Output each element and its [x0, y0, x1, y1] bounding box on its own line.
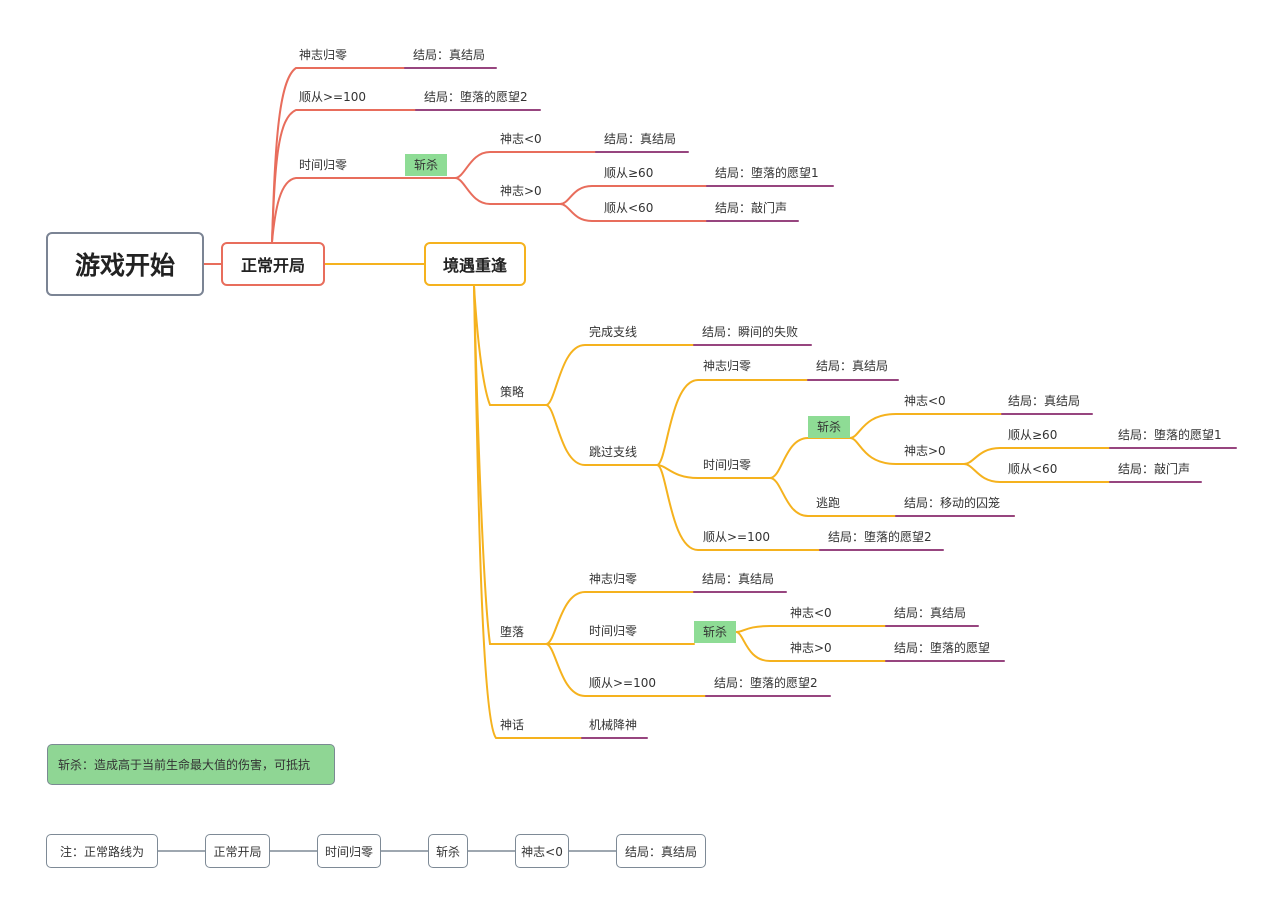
ending-label[interactable]: 结局：堕落的愿望1: [1118, 428, 1222, 442]
branch-label[interactable]: 策略: [500, 385, 525, 399]
connector: [656, 464, 821, 551]
connector: [963, 447, 1111, 465]
branch-label[interactable]: 跳过支线: [589, 445, 638, 459]
branch-label[interactable]: 神志归零: [589, 572, 638, 586]
connector: [454, 151, 597, 179]
connector: [559, 185, 708, 205]
connector: [735, 625, 887, 633]
connector: [849, 437, 965, 465]
branch-label[interactable]: 时间归零: [589, 624, 638, 638]
connector: [271, 177, 456, 243]
connector: [769, 477, 1015, 517]
ending-label[interactable]: 结局：敲门声: [1118, 462, 1191, 476]
ending-label[interactable]: 结局：真结局: [413, 48, 486, 62]
branch-label[interactable]: 神志>0: [904, 444, 946, 458]
ending-label[interactable]: 结局：敲门声: [715, 201, 788, 215]
branch-label[interactable]: 顺从<60: [604, 201, 654, 215]
branch-label[interactable]: 逃跑: [816, 496, 841, 510]
ending-label[interactable]: 结局：真结局: [1008, 394, 1081, 408]
branch-label[interactable]: 神志<0: [790, 606, 832, 620]
path-step[interactable]: 正常开局: [205, 834, 270, 868]
branch-label[interactable]: 时间归零: [703, 458, 752, 472]
branch-label[interactable]: 神志归零: [299, 48, 348, 62]
branch-label[interactable]: 完成支线: [589, 325, 638, 339]
connector: [656, 464, 771, 479]
connector: [849, 413, 1003, 439]
connector: [545, 643, 707, 697]
reunion-node[interactable]: 境遇重逢: [424, 242, 526, 286]
connector: [454, 177, 561, 205]
root-node[interactable]: 游戏开始: [46, 232, 204, 296]
connector: [271, 109, 417, 243]
ending-label[interactable]: 结局：真结局: [816, 359, 889, 373]
ending-label[interactable]: 结局：移动的囚笼: [904, 496, 1001, 510]
connector: [473, 285, 583, 739]
connector: [963, 463, 1111, 483]
branch-label[interactable]: 神话: [500, 718, 525, 732]
branch-label[interactable]: 顺从>=100: [589, 676, 657, 690]
ending-label[interactable]: 结局：真结局: [604, 132, 677, 146]
branch-label[interactable]: 顺从<60: [1008, 462, 1058, 476]
path-step[interactable]: 神志<0: [515, 834, 569, 868]
path-step[interactable]: 时间归零: [317, 834, 381, 868]
kill-tag[interactable]: 斩杀: [694, 621, 736, 643]
branch-label[interactable]: 神志<0: [500, 132, 542, 146]
ending-label[interactable]: 结局：堕落的愿望2: [424, 90, 528, 104]
branch-label[interactable]: 神志归零: [703, 359, 752, 373]
connector: [735, 631, 887, 662]
connector: [656, 379, 809, 466]
kill-tag[interactable]: 斩杀: [808, 416, 850, 438]
branch-label[interactable]: 时间归零: [299, 158, 348, 172]
kill-tag[interactable]: 斩杀: [405, 154, 447, 176]
connector: [559, 203, 708, 222]
path-step[interactable]: 结局：真结局: [616, 834, 706, 868]
ending-label[interactable]: 结局：真结局: [894, 606, 967, 620]
path-note-label: 注：正常路线为: [46, 834, 158, 868]
connector: [545, 404, 658, 466]
normal-start-node[interactable]: 正常开局: [221, 242, 325, 286]
ending-label[interactable]: 结局：堕落的愿望2: [714, 676, 818, 690]
path-step[interactable]: 斩杀: [428, 834, 468, 868]
ending-label[interactable]: 结局：堕落的愿望1: [715, 166, 819, 180]
branch-label[interactable]: 神志>0: [790, 641, 832, 655]
ending-label[interactable]: 结局：真结局: [702, 572, 775, 586]
branch-label[interactable]: 堕落: [500, 625, 525, 639]
ending-label[interactable]: 结局：堕落的愿望2: [828, 530, 932, 544]
ending-label[interactable]: 结局：堕落的愿望: [894, 641, 991, 655]
ending-label[interactable]: 结局：瞬间的失败: [702, 325, 799, 339]
connector: [545, 591, 695, 645]
branch-label[interactable]: 顺从≥60: [1008, 428, 1058, 442]
branch-label[interactable]: 顺从>=100: [703, 530, 771, 544]
ending-label[interactable]: 机械降神: [589, 718, 638, 732]
branch-label[interactable]: 神志>0: [500, 184, 542, 198]
connector: [473, 285, 547, 645]
connector: [769, 437, 851, 479]
kill-definition-note: 斩杀：造成高于当前生命最大值的伤害，可抵抗: [47, 744, 335, 785]
connector: [545, 344, 695, 406]
branch-label[interactable]: 顺从≥60: [604, 166, 654, 180]
branch-label[interactable]: 神志<0: [904, 394, 946, 408]
branch-label[interactable]: 顺从>=100: [299, 90, 367, 104]
